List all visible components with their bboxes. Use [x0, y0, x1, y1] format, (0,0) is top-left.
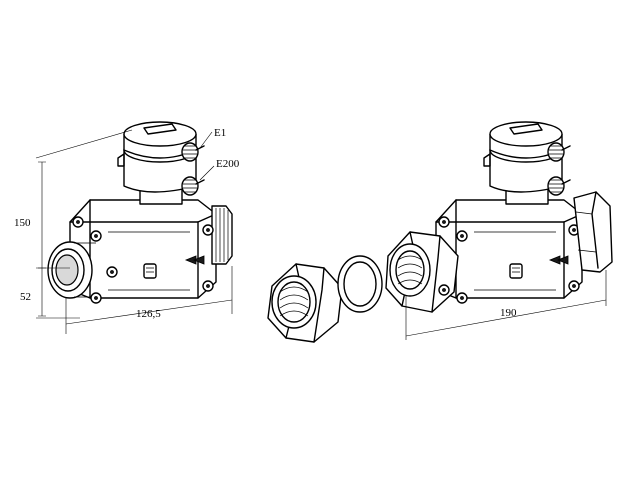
dimension-52: 52	[20, 291, 31, 303]
dimension-lines-left	[35, 129, 233, 334]
connector-e200-right	[547, 176, 571, 196]
connector-e1-right	[547, 142, 571, 162]
dimension-150: 150	[14, 217, 31, 229]
connector-e1-left	[181, 142, 205, 162]
label-e1: E1	[214, 127, 226, 139]
union-nut	[267, 263, 343, 343]
connector-e200-left	[181, 176, 205, 196]
gasket-ring	[337, 255, 383, 313]
dimension-126-5: 126,5	[136, 308, 161, 320]
dimension-lines-right	[405, 270, 607, 340]
flow-meter-left	[47, 121, 233, 304]
flow-meter-right	[385, 121, 613, 313]
dimension-190: 190	[500, 307, 517, 319]
label-e200: E200	[216, 158, 240, 170]
